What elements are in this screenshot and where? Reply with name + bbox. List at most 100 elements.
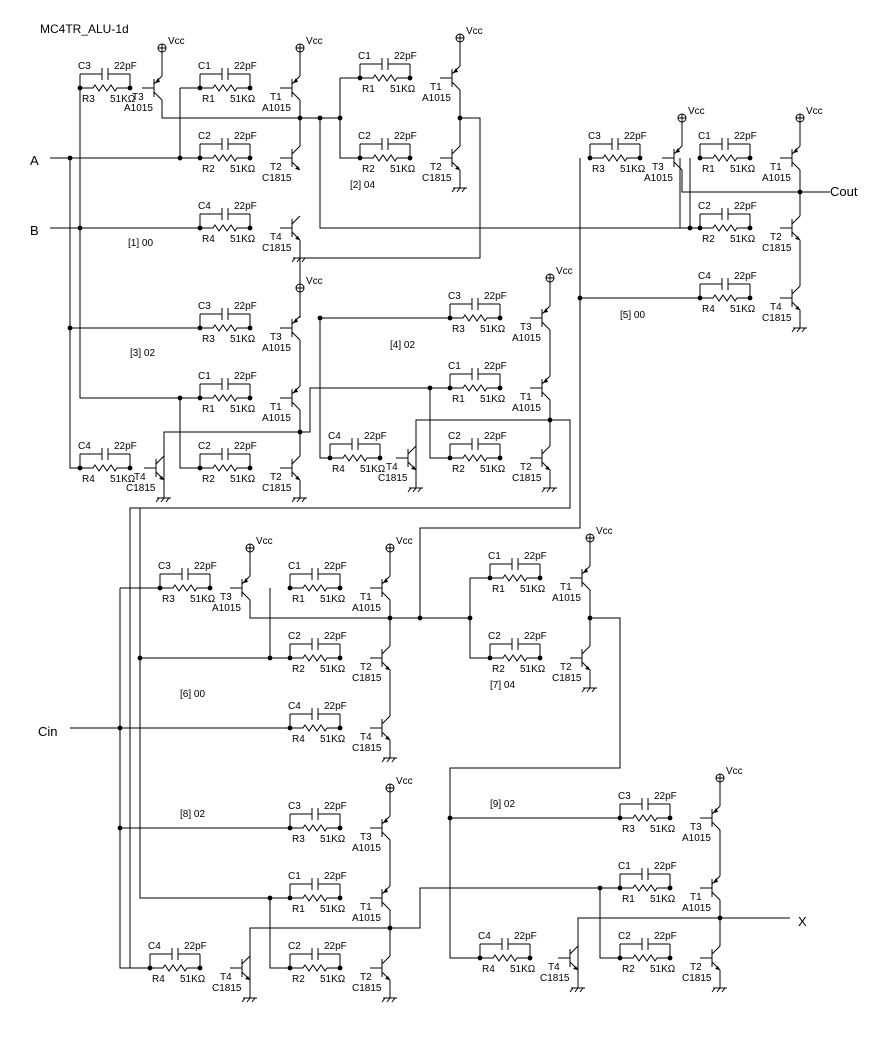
gate-3-tag: [3] 02 (130, 348, 155, 359)
transistor-type: C1815 (262, 243, 292, 254)
transistor-type: A1015 (762, 173, 791, 184)
resistor-label: R2 (452, 464, 465, 475)
transistor-label: T1 (270, 92, 282, 103)
wire (139, 508, 290, 899)
emitter-arrow (155, 78, 160, 83)
capacitor-label: C4 (148, 941, 161, 952)
capacitor-value: 22pF (194, 561, 217, 572)
resistor-value: 51KΩ (320, 974, 346, 985)
transistor-symbol (791, 215, 801, 225)
capacitor-label: C1 (698, 131, 711, 142)
capacitor-label: C3 (78, 61, 91, 72)
transistor-label: T2 (770, 232, 782, 243)
resistor-label: R1 (702, 164, 715, 175)
gate-2-tag: [2] 04 (350, 180, 375, 191)
emitter-arrow (795, 236, 800, 240)
capacitor-value: 22pF (324, 941, 347, 952)
junction-dot (447, 815, 453, 821)
transistor-label: T2 (270, 472, 282, 483)
junction-dot (117, 725, 123, 731)
capacitor-label: C1 (198, 61, 211, 72)
emitter-arrow (385, 736, 390, 740)
resistor-value: 51KΩ (730, 304, 756, 315)
resistor-label: R4 (292, 734, 305, 745)
transistor-type: A1015 (682, 903, 711, 914)
capacitor-label: C2 (488, 631, 501, 642)
ground-symbol (381, 757, 386, 763)
capacitor-value: 22pF (234, 371, 257, 382)
transistor-type: C1815 (352, 743, 382, 754)
resistor-symbol (200, 394, 250, 402)
transistor-label: T4 (220, 972, 232, 983)
ground-symbol (791, 327, 796, 333)
vcc-label: Vcc (688, 106, 705, 117)
transistor-symbol (291, 145, 301, 155)
emitter-arrow (383, 578, 388, 583)
resistor-label: R2 (362, 164, 375, 175)
capacitor-value: 22pF (324, 561, 347, 572)
resistor-value: 51KΩ (230, 94, 256, 105)
ground-symbol (461, 187, 466, 193)
resistor-value: 51KΩ (730, 164, 756, 175)
capacitor-label: C3 (198, 301, 211, 312)
emitter-arrow (543, 308, 548, 313)
transistor-symbol (291, 331, 301, 341)
transistor-type: A1015 (644, 173, 673, 184)
resistor-symbol (450, 454, 500, 462)
wire (469, 578, 490, 659)
gate-4-tag: [4] 02 (390, 340, 415, 351)
vcc-label: Vcc (396, 536, 413, 547)
emitter-arrow (383, 888, 388, 893)
capacitor-value: 22pF (234, 301, 257, 312)
ground-symbol (541, 487, 546, 493)
transistor-symbol (381, 645, 391, 655)
resistor-symbol (330, 454, 380, 462)
transistor-label: T4 (548, 962, 560, 973)
gate-9-tag: [9] 02 (490, 799, 515, 810)
capacitor-value: 22pF (114, 441, 137, 452)
output-x-wire (577, 917, 790, 970)
emitter-arrow (545, 466, 550, 470)
transistor-type: C1815 (762, 243, 792, 254)
ground-symbol (301, 257, 306, 263)
emitter-arrow (455, 166, 460, 170)
resistor-value: 51KΩ (480, 324, 506, 335)
resistor-value: 51KΩ (320, 904, 346, 915)
emitter-arrow (585, 666, 590, 670)
resistor-value: 51KΩ (230, 234, 256, 245)
resistor-value: 51KΩ (650, 824, 676, 835)
resistor-label: R4 (702, 304, 715, 315)
emitter-arrow (293, 318, 298, 323)
ground-symbol (296, 257, 301, 263)
transistor-type: A1015 (262, 103, 291, 114)
resistor-symbol (450, 384, 500, 392)
transistor-type: A1015 (262, 413, 291, 424)
capacitor-value: 22pF (184, 941, 207, 952)
transistor-label: T4 (770, 302, 782, 313)
wire (319, 118, 700, 229)
capacitor-label: C2 (288, 631, 301, 642)
resistor-value: 51KΩ (230, 164, 256, 175)
transistor-type: A1015 (124, 103, 153, 114)
ground-symbol (721, 987, 726, 993)
emitter-arrow (713, 878, 718, 883)
vcc-label: Vcc (306, 276, 323, 287)
resistor-value: 51KΩ (110, 474, 136, 485)
transistor-type: A1015 (512, 403, 541, 414)
resistor-symbol (200, 154, 250, 162)
